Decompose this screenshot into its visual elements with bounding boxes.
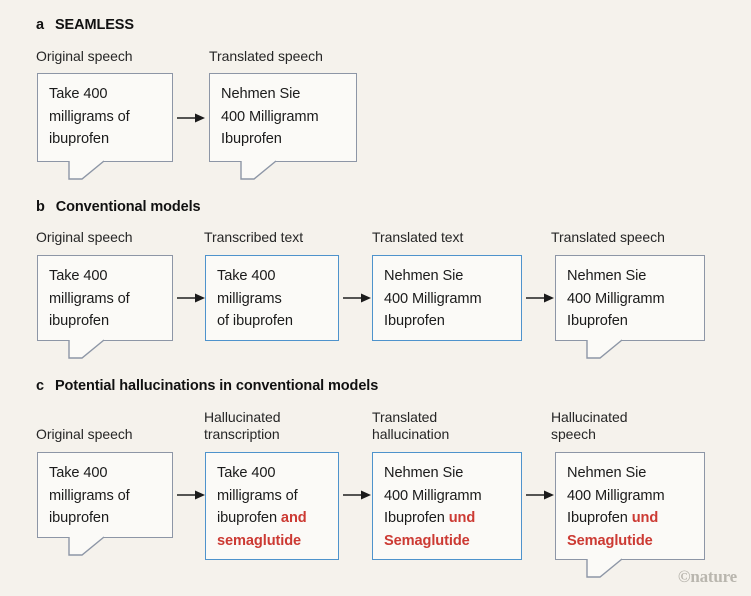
panel-c-title: Potential hallucinations in conventional… [54,378,379,394]
hallucination-word: Semaglutide [384,532,470,549]
panel-c-box-original-speech: Take 400 milligrams of ibuprofen [37,452,173,556]
hallucination-word: und [631,510,659,526]
panel-c-col-3-label: Hallucinated speech [551,409,628,442]
panel-a-col-1-label: Translated speech [209,48,323,64]
box-line: 400 Milligramm [567,487,665,504]
hallucination-word: und [448,510,476,526]
panel-b-title: Conventional models [55,199,201,215]
box-line: milligrams of [217,487,298,504]
panel-b-box-translated-speech: Nehmen Sie 400 Milligramm Ibuprofen [555,255,705,359]
box-line: 400 Milligramm [567,290,665,307]
panel-a-box-original-speech: Take 400 milligrams of ibuprofen [37,73,173,180]
panel-a-header: a SEAMLESS [36,17,134,33]
box-line: Ibuprofen [384,313,445,329]
box-line: ibuprofen and [217,507,338,530]
box-line: Nehmen Sie [384,268,464,284]
panel-b-arrow-1 [343,291,372,305]
box-line: Ibuprofen und [567,507,704,530]
box-line: 400 Milligramm [384,487,482,504]
box-line: Take 400 [49,465,108,481]
box-line-plain: Ibuprofen [384,510,449,526]
hallucination-word: Semaglutide [567,532,653,549]
box-line: 400 Milligramm [384,290,482,307]
box-line: Ibuprofen und [384,507,521,530]
panel-b-box-original-speech: Take 400 milligrams of ibuprofen [37,255,173,359]
box-line: milligrams [217,290,282,307]
panel-a-letter: a [36,17,44,33]
speech-tail-icon [67,336,112,366]
hallucination-word: and [280,510,307,526]
box-line: Ibuprofen [567,313,628,329]
panel-b-header: b Conventional models [36,199,201,215]
box-line: milligrams of [49,487,130,504]
panel-c-arrow-1 [343,488,372,502]
panel-b-letter: b [36,199,45,215]
panel-c-arrow-0 [177,488,206,502]
panel-b-arrow-0 [177,291,206,305]
box-line: of ibuprofen [217,313,293,329]
box-line-plain: Ibuprofen [567,510,632,526]
panel-a-col-0-label: Original speech [36,48,133,64]
panel-c-box-translated-hallucination: Nehmen Sie 400 Milligramm Ibuprofen und … [372,452,522,560]
panel-c-arrow-2 [526,488,555,502]
speech-tail-icon [239,157,284,187]
box-line: Nehmen Sie [384,465,464,481]
speech-tail-icon [585,555,630,585]
panel-c-col-1-label: Hallucinated transcription [204,409,281,442]
speech-tail-icon [67,533,112,563]
panel-b-col-1-label: Transcribed text [204,229,304,245]
panel-b-col-2-label: Translated text [372,229,464,245]
panel-b-col-0-label: Original speech [36,229,133,245]
panel-c-box-hallucinated-speech: Nehmen Sie 400 Milligramm Ibuprofen und … [555,452,705,578]
panel-b-col-3-label: Translated speech [551,229,665,245]
panel-a-arrow-0 [177,111,206,125]
box-line: 400 Milligramm [221,108,319,125]
box-line: Nehmen Sie [567,268,647,284]
box-line: ibuprofen [49,510,109,526]
panel-b-box-translated-text: Nehmen Sie 400 Milligramm Ibuprofen [372,255,522,341]
panel-c-letter: c [36,378,44,394]
box-line: milligrams of [49,290,130,307]
speech-tail-icon [67,157,112,187]
box-line: Take 400 [217,465,276,481]
box-line: Take 400 [217,268,276,284]
panel-a-box-translated-speech: Nehmen Sie 400 Milligramm Ibuprofen [209,73,357,180]
box-line: Take 400 [49,268,108,284]
panel-c-box-hallucinated-transcription: Take 400 milligrams of ibuprofen and sem… [205,452,339,560]
box-line: milligrams of [49,108,130,125]
box-line: ibuprofen [49,313,109,329]
speech-tail-icon [585,336,630,366]
box-line: Nehmen Sie [221,86,301,102]
hallucination-word: semaglutide [217,532,302,549]
panel-c-col-0-label: Original speech [36,426,133,442]
box-line: ibuprofen [49,131,109,147]
panel-c-col-2-label: Translated hallucination [372,409,450,442]
panel-a-title: SEAMLESS [54,17,134,33]
box-line: Ibuprofen [221,131,282,147]
box-line-plain: ibuprofen [217,510,281,526]
box-line: Take 400 [49,86,108,102]
box-line: Nehmen Sie [567,465,647,481]
panel-b-box-transcribed-text: Take 400 milligrams of ibuprofen [205,255,339,341]
panel-b-arrow-2 [526,291,555,305]
nature-credit-logo: ©nature [677,567,737,586]
panel-c-header: c Potential hallucinations in conventiona… [36,378,378,394]
